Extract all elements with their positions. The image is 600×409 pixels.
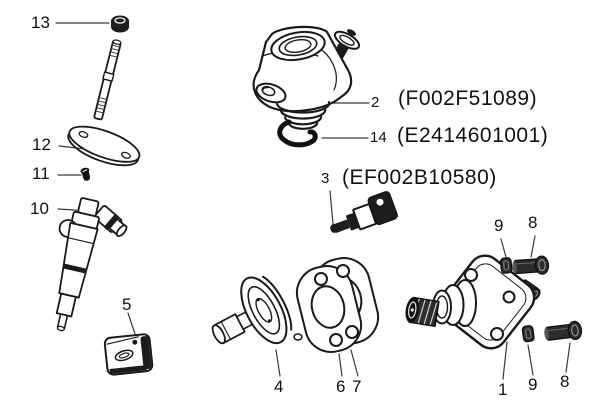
nut-13-drawing (111, 15, 129, 33)
callout-1: 1 (498, 380, 508, 399)
bolt-8-top-drawing (512, 255, 550, 275)
callout-8-bottom: 8 (560, 372, 570, 391)
snap-ring-14-drawing (277, 119, 318, 148)
bolt-8-bottom-drawing (544, 320, 583, 341)
callout-11: 11 (32, 164, 50, 183)
callout-6: 6 (336, 377, 346, 396)
callout-4: 4 (274, 377, 284, 396)
callout-13: 13 (31, 13, 50, 32)
screw-11-drawing (80, 167, 90, 181)
callout-5: 5 (122, 295, 132, 314)
delivery-valve-3-drawing (330, 191, 398, 233)
part14-code: (E2414601001) (397, 124, 549, 147)
pump-body-1-drawing (405, 254, 541, 350)
callout-12: 12 (32, 135, 51, 154)
callout-14: 14 (370, 129, 387, 146)
tappet-4-drawing (211, 275, 303, 345)
gasket-6-drawing (295, 265, 363, 353)
valve-holder-2-drawing (252, 25, 361, 130)
callout-3: 3 (321, 170, 330, 187)
washer-9-bottom-drawing (521, 325, 535, 343)
cover-plate-12-drawing (67, 125, 141, 167)
callout-10: 10 (30, 199, 49, 218)
callout-9-top: 9 (494, 216, 504, 235)
callout-9-bottom: 9 (528, 375, 538, 394)
callout-2: 2 (371, 94, 380, 111)
callout-7: 7 (352, 377, 362, 396)
clamp-block-5-drawing (103, 333, 154, 376)
callout-8-top: 8 (528, 213, 538, 232)
stud-drawing (93, 39, 122, 121)
injector-10-drawing (55, 197, 128, 332)
washer-9-top-drawing (499, 257, 513, 274)
part3-code: (EF002B10580) (342, 166, 497, 189)
part2-code: (F002F51089) (398, 87, 538, 110)
gasket-7-holes (336, 264, 359, 339)
